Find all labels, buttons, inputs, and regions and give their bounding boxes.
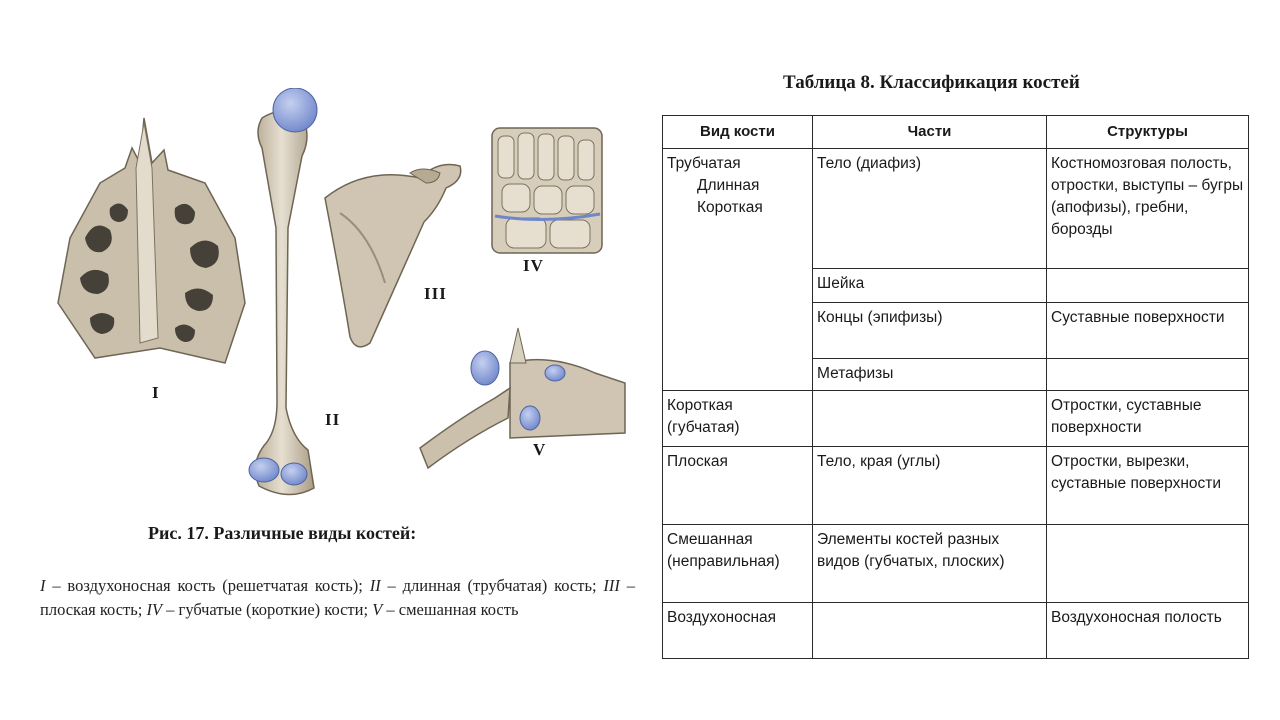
part-cell: Тело, края (углы) xyxy=(812,446,1047,525)
bone-type-cell: Смешанная (неправильная) xyxy=(662,524,813,603)
bone-type-cell: Короткая (губчатая) xyxy=(662,390,813,447)
structure-cell: Суставные поверхности xyxy=(1046,302,1249,359)
table-row: Концы (эпифизы) Суставные поверхности xyxy=(663,302,1249,359)
part-cell: Концы (эпифизы) xyxy=(812,302,1047,359)
legend-text-III: – плоская кость; xyxy=(40,576,635,619)
bone-type-cell: Трубчатая Длинная Короткая xyxy=(662,148,813,391)
table-title: Таблица 8. Классификация костей xyxy=(783,72,1080,93)
structure-cell xyxy=(1046,358,1249,391)
bone-type-long: Длинная xyxy=(697,177,760,194)
structure-cell: Отростки, вырезки, суставные поверхности xyxy=(1046,446,1249,525)
legend-text-I: – воздухоносная кость (решетчатая кость)… xyxy=(45,576,370,595)
part-cell: Элементы костей разных видов (губчатых, … xyxy=(812,524,1047,603)
legend-text-IV: – губчатые (короткие) кости; xyxy=(162,600,373,619)
table-row: Шейка xyxy=(663,268,1249,303)
vertebra-mixed-bone-illustration xyxy=(419,327,626,470)
header-parts: Части xyxy=(812,115,1047,149)
bone-types-figure: I II III IV V xyxy=(40,88,640,508)
legend-num-I: I xyxy=(40,576,46,595)
table-row: Метафизы xyxy=(663,358,1249,391)
table-row: Трубчатая Длинная Короткая Тело (диафиз)… xyxy=(662,148,1249,391)
table-row: Короткая (губчатая) Отростки, суставные … xyxy=(662,390,1249,447)
label-I: I xyxy=(152,383,160,402)
header-structures: Структуры xyxy=(1046,115,1249,149)
structure-cell xyxy=(1046,268,1249,303)
bone-illustrations xyxy=(57,88,626,496)
part-cell: Шейка xyxy=(812,268,1047,303)
bone-type-short: Короткая xyxy=(697,199,763,216)
structure-cell: Отростки, суставные поверхности xyxy=(1046,390,1249,447)
bone-type-tubular: Трубчатая xyxy=(667,155,741,172)
legend-num-II: II xyxy=(369,576,381,595)
structure-cell: Костномозговая полость, отростки, выступ… xyxy=(1046,148,1249,269)
label-IV: IV xyxy=(523,256,544,275)
ethmoid-bone-illustration xyxy=(57,117,246,364)
label-III: III xyxy=(424,284,447,303)
bone-classification-table: Вид кости Части Структуры Трубчатая Длин… xyxy=(662,115,1249,659)
figure-caption: Рис. 17. Различные виды костей: xyxy=(148,523,417,543)
bone-type-cell: Плоская xyxy=(662,446,813,525)
legend-num-III: III xyxy=(603,576,620,595)
header-bone-type: Вид кости xyxy=(662,115,813,149)
legend-num-V: V xyxy=(372,600,383,619)
table-row: Смешанная (неправильная) Элементы костей… xyxy=(662,524,1249,603)
legend-text-V: – смешанная кость xyxy=(382,600,519,619)
table-header-row: Вид кости Части Структуры xyxy=(662,115,1249,149)
part-cell xyxy=(812,390,1047,447)
legend-text-II: – длинная (трубчатая) кость; xyxy=(380,576,604,595)
scapula-flat-bone-illustration xyxy=(324,163,462,348)
label-V: V xyxy=(533,440,547,459)
foot-short-bones-illustration xyxy=(491,127,603,254)
part-cell xyxy=(812,602,1047,659)
humerus-long-bone-illustration xyxy=(248,88,318,496)
table-row: Воздухоносная Воздухоносная полость xyxy=(662,602,1249,659)
figure-legend: I – воздухоносная кость (решетчатая кост… xyxy=(40,574,635,622)
part-cell: Метафизы xyxy=(812,358,1047,391)
label-II: II xyxy=(325,410,341,429)
structure-cell: Воздухоносная полость xyxy=(1046,602,1249,659)
table-row: Плоская Тело, края (углы) Отростки, выре… xyxy=(662,446,1249,525)
structure-cell xyxy=(1046,524,1249,603)
bone-type-cell: Воздухоносная xyxy=(662,602,813,659)
part-cell: Тело (диафиз) xyxy=(812,148,1047,269)
legend-num-IV: IV xyxy=(146,600,163,619)
